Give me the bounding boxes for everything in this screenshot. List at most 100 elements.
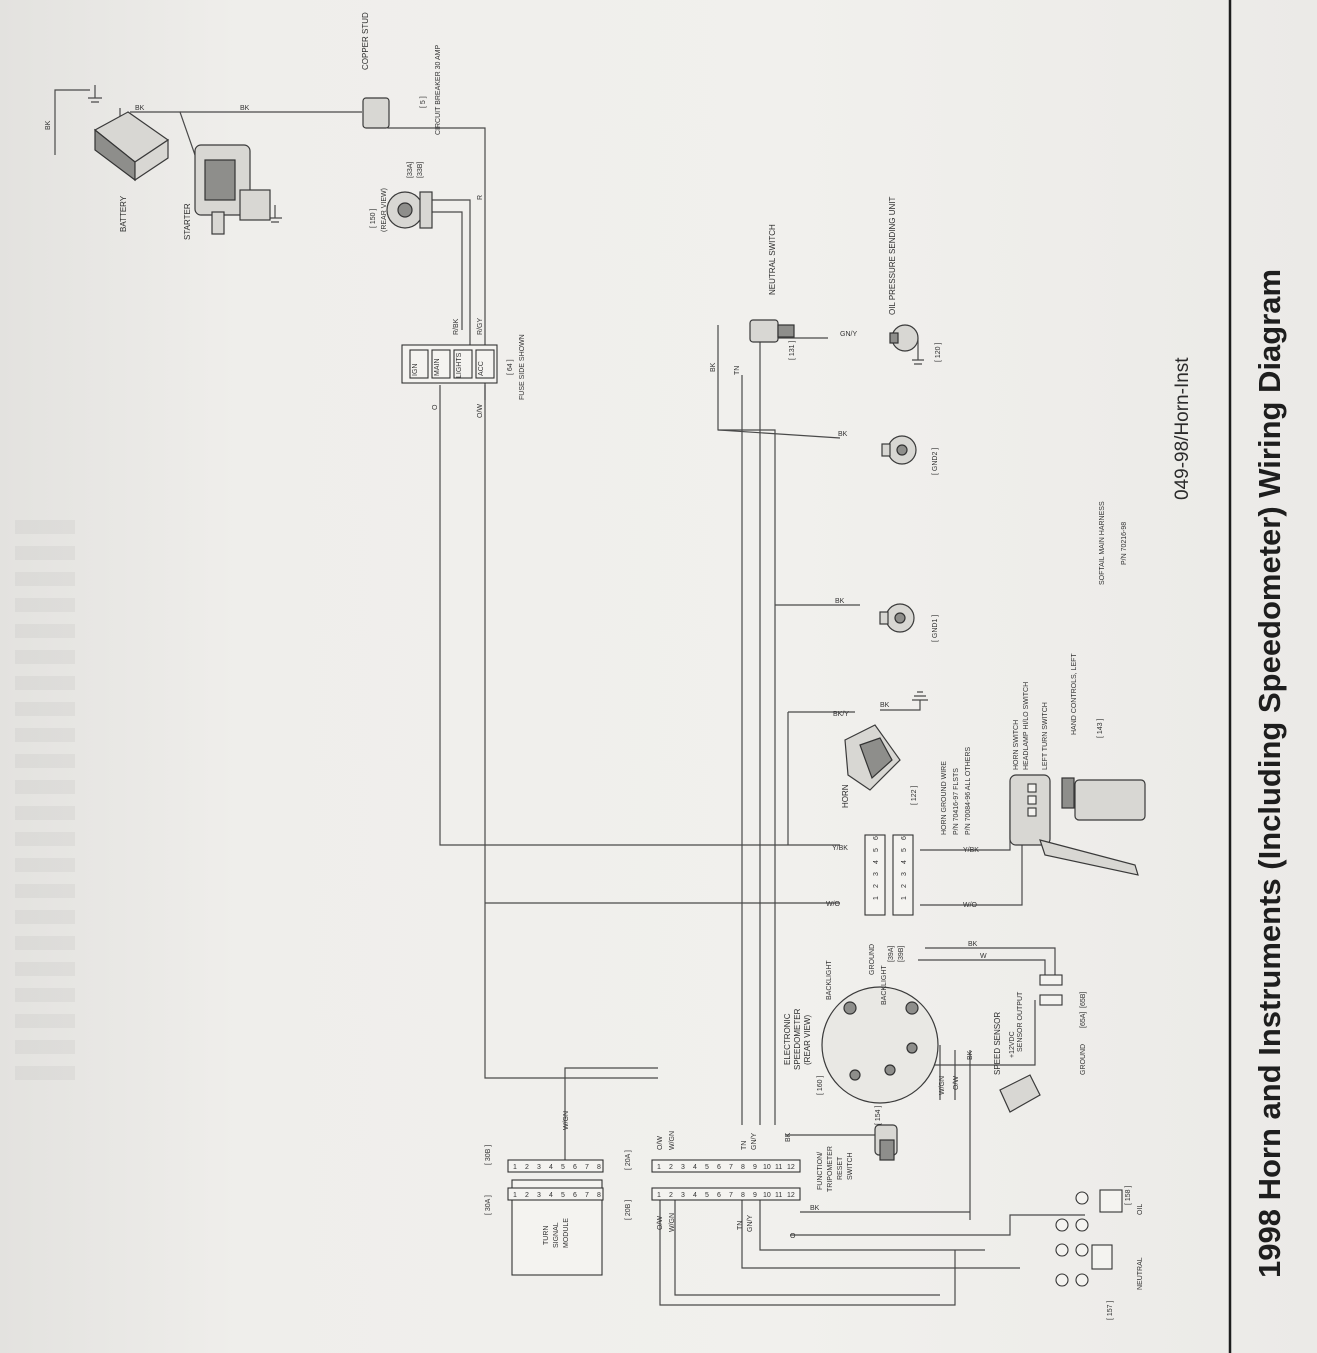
label-circuit-breaker: CIRCUIT BREAKER 30 AMP <box>435 45 442 135</box>
wire-label-ow-20b: O/W <box>657 1216 664 1230</box>
pin-20a-3: 3 <box>681 1164 685 1171</box>
pin-30b-5: 5 <box>561 1164 565 1171</box>
speedo-w-wire <box>918 959 1046 980</box>
label-65b: [65B] <box>1080 992 1087 1008</box>
label-158: [ 158 ] <box>1125 1185 1132 1205</box>
tn-indicator-wire <box>741 1195 1020 1269</box>
battery <box>93 111 170 182</box>
wire-label-wgn-20b: W/GN <box>669 1213 676 1232</box>
copper-stud <box>362 97 390 129</box>
pin-block-b-4: 4 <box>901 860 908 864</box>
pin-20b-10: 10 <box>763 1192 771 1199</box>
speedo-lower-wires <box>939 1045 971 1220</box>
wire-label-bk-2: BK <box>135 105 145 112</box>
bleed-through-text <box>15 520 75 1080</box>
pin-20b-11: 11 <box>775 1192 782 1199</box>
wire-label-w-speedo: W <box>980 953 987 960</box>
pin-20a-12: 12 <box>787 1164 795 1171</box>
pin-20b-4: 4 <box>693 1192 697 1199</box>
pin-20a-1: 1 <box>657 1164 661 1171</box>
label-fuse-ref: [ 64 ] <box>507 359 514 375</box>
wire-label-wgn-20a: W/GN <box>669 1131 676 1150</box>
label-reset-2: TRIPOMETER <box>827 1146 834 1192</box>
pin-20b-1: 1 <box>657 1192 661 1199</box>
wire-label-bk-horn: BK <box>880 702 890 709</box>
o-wire <box>439 385 840 846</box>
connector-30b <box>507 1159 604 1173</box>
label-sensor-ground: GROUND <box>1080 1044 1087 1075</box>
label-circuit-breaker-ref: [ 5 ] <box>420 96 427 108</box>
pin-30a-8: 8 <box>597 1192 601 1199</box>
label-fuse-main: MAIN <box>434 359 441 377</box>
label-ignition-ref: [ 150 ] <box>370 208 377 228</box>
pin-20a-7: 7 <box>729 1164 733 1171</box>
label-39a: [39A] <box>888 946 895 962</box>
pin-block-a-4: 4 <box>873 860 880 864</box>
battery-ground-wire <box>54 89 90 155</box>
label-horn: HORN <box>841 784 850 808</box>
pin-30a-7: 7 <box>585 1192 589 1199</box>
pin-20a-6: 6 <box>717 1164 721 1171</box>
wire-label-ow-20a: O/W <box>657 1136 664 1150</box>
label-gnd1: [ GND1 ] <box>932 615 939 642</box>
label-33b: [33B] <box>417 162 424 178</box>
label-speedo-1: ELECTRONIC <box>783 1013 792 1065</box>
wire-label-tn-20a: TN <box>741 1141 748 1150</box>
starter <box>194 144 271 235</box>
label-20b: [ 20B ] <box>625 1200 632 1220</box>
wire-label-r: R <box>477 195 484 200</box>
label-65a: [65A] <box>1080 1012 1087 1028</box>
o-indicator-wire <box>790 1214 1085 1236</box>
wire-label-bk-3: BK <box>240 105 250 112</box>
connector-20b <box>651 1187 801 1201</box>
pin-30a-4: 4 <box>549 1192 553 1199</box>
battery-ground-symbol <box>88 85 102 103</box>
label-backlight-2: BACKLIGHT <box>881 965 888 1005</box>
pin-block-b-6: 6 <box>901 836 908 840</box>
horn-ground-symbol <box>912 691 928 701</box>
connector-1-6-bottom <box>892 834 914 916</box>
pin-20a-2: 2 <box>669 1164 673 1171</box>
label-starter: STARTER <box>183 203 192 240</box>
pin-block-a-3: 3 <box>873 872 880 876</box>
label-20a: [ 20A ] <box>625 1150 632 1170</box>
wire-label-bk-lower: BK <box>967 1050 974 1060</box>
wire-label-ow: O/W <box>477 404 484 418</box>
pin-20b-5: 5 <box>705 1192 709 1199</box>
label-157: [ 157 ] <box>1107 1300 1114 1320</box>
gny-indicator-wire <box>759 1195 985 1251</box>
ignition-switch <box>386 191 433 229</box>
wire-label-bk-neutral: BK <box>710 362 717 372</box>
pin-20a-9: 9 <box>753 1164 757 1171</box>
speed-sensor-wire <box>925 1000 1036 1066</box>
ow-loop-wire <box>659 1195 956 1306</box>
label-tsm-1: TURN <box>543 1226 550 1245</box>
horn <box>844 724 901 791</box>
gny-wire <box>759 337 828 1125</box>
neutral-bk-wire <box>717 325 841 439</box>
pin-20b-6: 6 <box>717 1192 721 1199</box>
wire-label-wo-1: W/O <box>826 901 841 908</box>
speed-sensor <box>999 1074 1041 1113</box>
wire-label-bk-gnd1: BK <box>835 598 845 605</box>
pin-20a-8: 8 <box>741 1164 745 1171</box>
gnd1 <box>879 603 915 633</box>
label-reset-ref: [ 154 ] <box>875 1105 882 1125</box>
wire-label-bk-1: BK <box>45 120 52 130</box>
wire-label-rgy: R/GY <box>477 318 484 335</box>
label-ignition-view: (REAR VIEW) <box>381 188 388 232</box>
label-30b: [ 30B ] <box>485 1145 492 1165</box>
pin-block-a-2: 2 <box>873 884 880 888</box>
wire-label-bky: BK/Y <box>833 711 849 718</box>
wire-label-bk-20b: BK <box>810 1205 820 1212</box>
label-speed-sensor: SPEED SENSOR <box>993 1012 1002 1075</box>
label-harness: SOFTAIL MAIN HARNESS <box>1099 501 1106 585</box>
pin-20b-12: 12 <box>787 1192 795 1199</box>
page-title: 1998 Horn and Instruments (Including Spe… <box>1252 269 1287 1278</box>
labels: BATTERY STARTER COPPER STUD [ 5 ] CIRCUI… <box>45 12 1144 1320</box>
wire-label-ybk-1: Y/BK <box>832 845 848 852</box>
wgn-module-wire <box>564 1067 658 1160</box>
pin-20b-8: 8 <box>741 1192 745 1199</box>
label-horn-pn1: P/N 70416-97 FLSTS <box>953 768 960 835</box>
